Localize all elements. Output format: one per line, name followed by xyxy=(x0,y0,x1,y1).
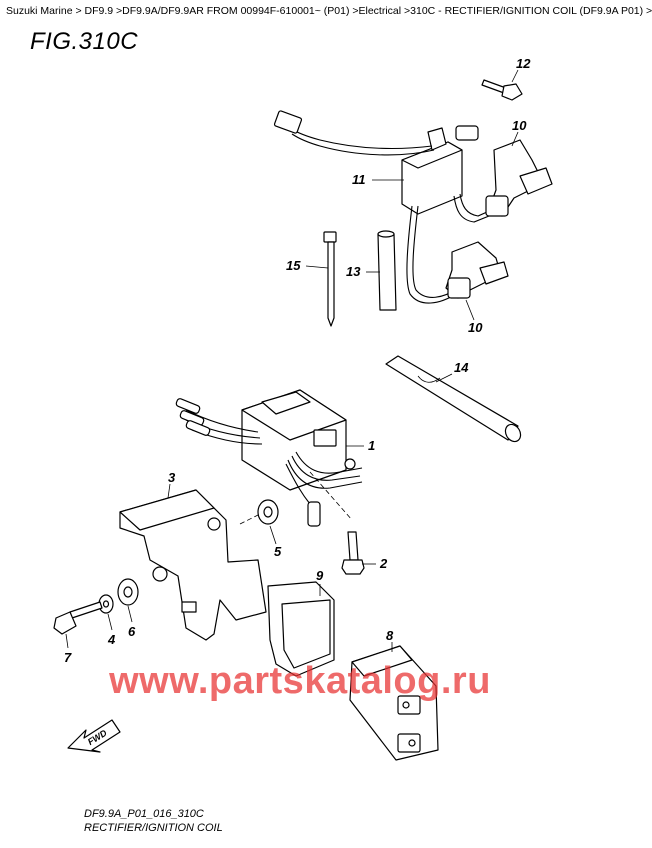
callout-15[interactable]: 15 xyxy=(286,258,301,273)
callout-6[interactable]: 6 xyxy=(128,624,136,639)
part-11-ignition-coil[interactable] xyxy=(273,110,497,304)
callout-7[interactable]: 7 xyxy=(64,650,72,665)
callout-9[interactable]: 9 xyxy=(316,568,324,583)
callout-5[interactable]: 5 xyxy=(274,544,282,559)
part-5-grommet[interactable] xyxy=(239,499,279,545)
callout-2[interactable]: 2 xyxy=(379,556,388,571)
part-6-grommet[interactable] xyxy=(117,578,139,623)
part-2-bolt[interactable] xyxy=(309,471,376,575)
diagram-code: DF9.9A_P01_016_310C xyxy=(84,808,204,820)
part-14-sleeve[interactable] xyxy=(385,355,524,444)
part-10-plug-cap-upper[interactable] xyxy=(485,131,553,217)
part-15-cable-tie[interactable] xyxy=(305,231,337,327)
part-4-washer[interactable] xyxy=(98,594,114,631)
parts-diagram: 1 2 3 4 5 6 7 8 9 10 10 11 12 13 14 15 F… xyxy=(53,56,553,761)
callout-8[interactable]: 8 xyxy=(386,628,394,643)
callout-14[interactable]: 14 xyxy=(454,360,469,375)
part-9-cover[interactable] xyxy=(267,581,335,677)
figure-title: FIG.310C xyxy=(30,28,139,55)
part-13-tube[interactable] xyxy=(366,230,397,311)
diagram-caption: RECTIFIER/IGNITION COIL xyxy=(84,822,223,834)
part-7-bolt[interactable] xyxy=(53,601,103,649)
part-12-bolt[interactable] xyxy=(481,69,523,101)
part-8-connector[interactable] xyxy=(349,642,439,761)
fwd-arrow-icon: FWD xyxy=(67,719,121,753)
callout-12[interactable]: 12 xyxy=(516,56,531,71)
breadcrumb[interactable]: Suzuki Marine > DF9.9 >DF9.9A/DF9.9AR FR… xyxy=(6,5,652,17)
callout-4[interactable]: 4 xyxy=(107,632,116,647)
callout-1[interactable]: 1 xyxy=(368,438,375,453)
part-1-rectifier[interactable] xyxy=(175,389,364,527)
callout-10-lower[interactable]: 10 xyxy=(468,320,483,335)
callout-10-upper[interactable]: 10 xyxy=(512,118,527,133)
watermark: www.partskatalog.ru xyxy=(109,660,491,702)
part-3-bracket[interactable] xyxy=(119,483,267,641)
callout-11[interactable]: 11 xyxy=(352,172,366,187)
callout-3[interactable]: 3 xyxy=(168,470,176,485)
part-10-plug-cap-lower[interactable] xyxy=(445,241,509,321)
callout-13[interactable]: 13 xyxy=(346,264,361,279)
